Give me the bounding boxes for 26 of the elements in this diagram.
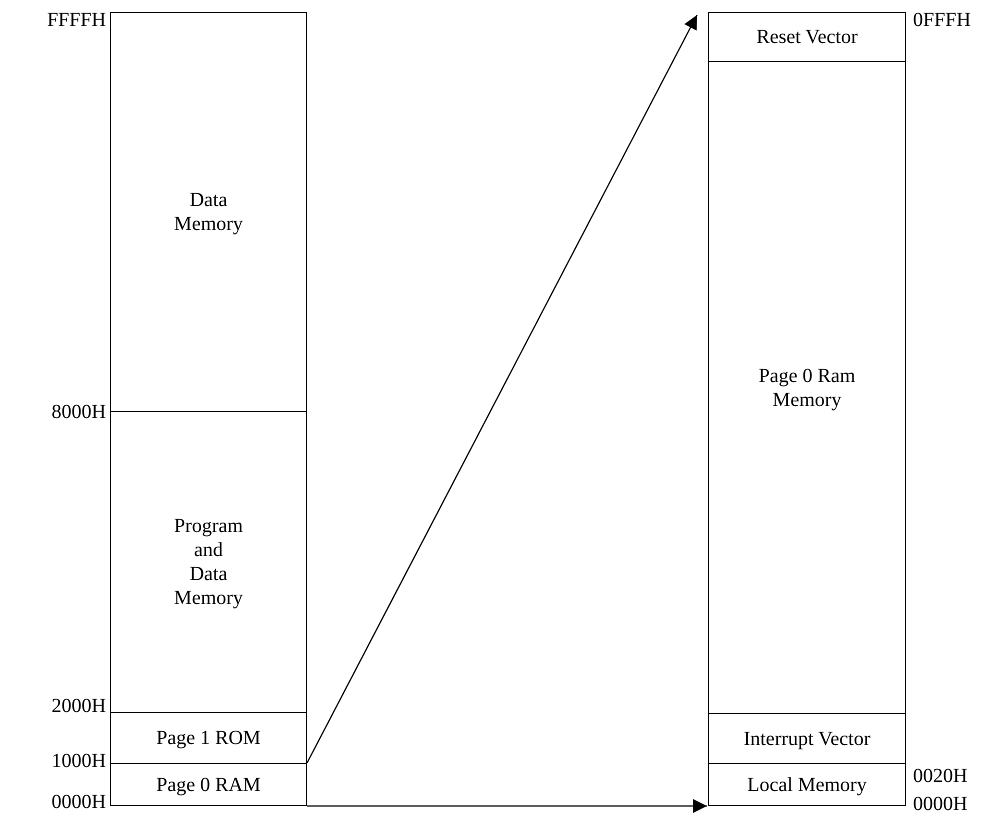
address-label: FFFFH — [47, 10, 106, 30]
arrow — [307, 799, 707, 813]
memory-segment — [708, 12, 906, 62]
memory-segment — [110, 712, 307, 764]
memory-segment — [708, 763, 906, 806]
address-label: 1000H — [52, 751, 106, 771]
memory-segment — [708, 61, 906, 714]
segment-label: Page 0 RAM — [156, 772, 261, 796]
address-label: 0000H — [913, 794, 968, 814]
address-label: 0000H — [52, 792, 106, 812]
segment-label: Data Memory — [174, 188, 244, 236]
memory-segment — [110, 411, 307, 713]
segment-label: Program and Data Memory — [174, 514, 244, 610]
segment-label: Reset Vector — [756, 25, 858, 49]
segment-label: Page 1 ROM — [156, 726, 261, 750]
memory-segment — [708, 713, 906, 764]
address-label: 8000H — [52, 402, 106, 422]
memory-segment — [110, 12, 307, 412]
address-label: 0FFFH — [913, 10, 971, 30]
segment-label: Interrupt Vector — [744, 726, 870, 750]
address-label: 0020H — [913, 766, 968, 786]
segment-label: Page 0 Ram Memory — [758, 364, 856, 412]
arrow — [306, 14, 698, 764]
segment-label: Local Memory — [747, 772, 867, 796]
address-label: 2000H — [52, 696, 106, 716]
memory-segment — [110, 763, 307, 806]
